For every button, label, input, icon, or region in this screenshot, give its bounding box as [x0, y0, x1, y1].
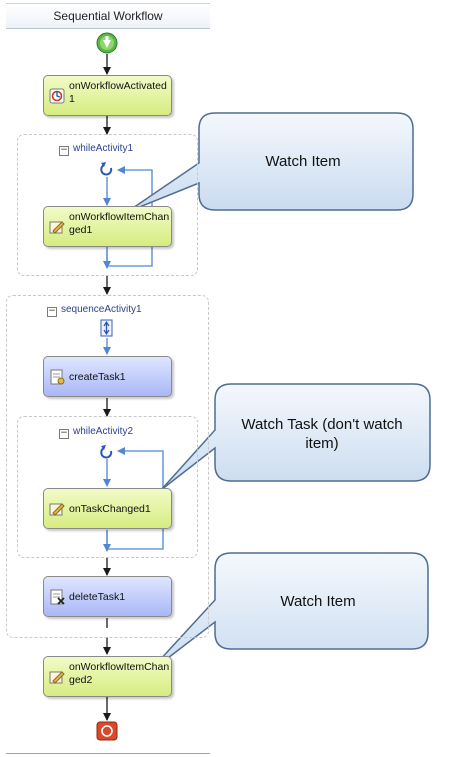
- callout-text-watch-item-1: Watch Item: [265, 153, 341, 170]
- activity-label: onWorkflowActivated1: [69, 80, 167, 105]
- stop-icon: [96, 721, 118, 741]
- task-changed-icon: [49, 503, 65, 516]
- activity-on-workflow-activated[interactable]: onWorkflowActivated1: [43, 75, 172, 116]
- activity-label: onWorkflowItemChanged1: [69, 211, 170, 236]
- collapse-icon[interactable]: −: [47, 306, 57, 317]
- callout-watch-item-2: [146, 552, 429, 675]
- activity-label: onWorkflowItemChanged2: [69, 661, 170, 686]
- activity-on-task-changed[interactable]: onTaskChanged1: [43, 488, 172, 529]
- while2-loop-lines: [103, 447, 164, 552]
- while-activity-2[interactable]: [17, 416, 198, 558]
- loop-icon: [100, 162, 113, 176]
- create-task-icon: [50, 369, 65, 385]
- callout-watch-item-1: [126, 112, 414, 213]
- sequence-activity[interactable]: [6, 295, 209, 638]
- activity-label: createTask1: [69, 371, 126, 383]
- activity-on-workflow-item-changed-2[interactable]: onWorkflowItemChanged2: [43, 656, 172, 697]
- sequence-activity-header[interactable]: −sequenceActivity1: [47, 304, 142, 317]
- loop-icon: [100, 445, 113, 459]
- activity-label: deleteTask1: [69, 591, 126, 603]
- callout-watch-task: [160, 383, 431, 491]
- delete-task-icon: [50, 589, 65, 605]
- collapse-icon[interactable]: −: [59, 145, 69, 156]
- activity-label: onTaskChanged1: [69, 503, 151, 515]
- item-changed-icon: [49, 671, 65, 684]
- callout-text-watch-task: Watch Task (don't watch item): [241, 416, 403, 452]
- item-changed-icon: [49, 221, 65, 234]
- sequence-activity-label: sequenceActivity1: [61, 304, 142, 315]
- activity-delete-task[interactable]: deleteTask1: [43, 576, 172, 617]
- workflow-title: Sequential Workflow: [6, 3, 210, 29]
- while-activity-2-header[interactable]: −whileActivity2: [59, 426, 133, 439]
- callout-text-watch-item-2: Watch Item: [280, 593, 356, 610]
- while-activity-1-label: whileActivity1: [73, 143, 134, 154]
- while1-loop-lines: [103, 166, 153, 269]
- start-arrow-icon: [96, 32, 118, 54]
- workflow-activated-icon: [49, 88, 65, 104]
- while-activity-1-header[interactable]: −whileActivity1: [59, 143, 133, 156]
- collapse-icon[interactable]: −: [59, 428, 69, 439]
- activity-create-task[interactable]: createTask1: [43, 356, 172, 397]
- while-activity-2-label: whileActivity2: [73, 426, 134, 437]
- sequence-icon: [100, 319, 113, 337]
- activity-on-workflow-item-changed-1[interactable]: onWorkflowItemChanged1: [43, 206, 172, 247]
- while-activity-1[interactable]: [17, 134, 198, 276]
- bottom-divider: [6, 753, 210, 754]
